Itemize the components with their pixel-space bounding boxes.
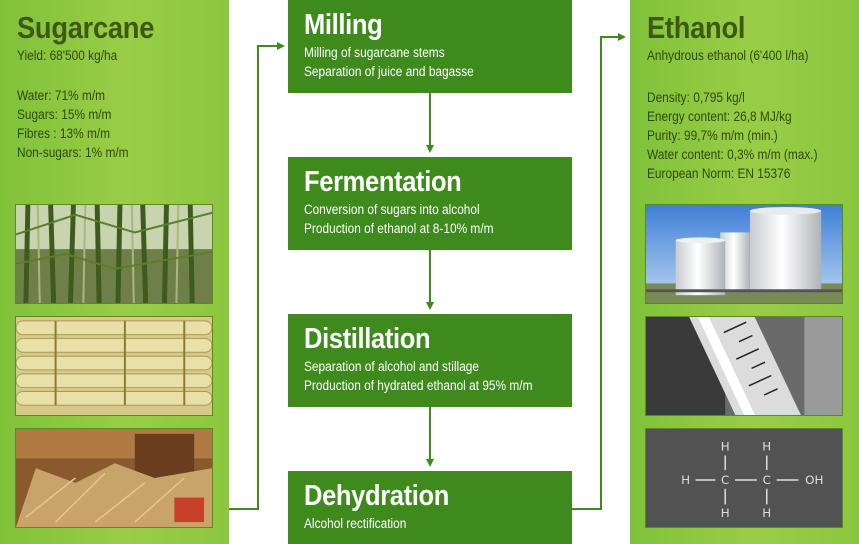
sugarcane-title: Sugarcane (17, 10, 155, 45)
ethanol-properties-list: Density: 0,795 kg/l Energy content: 26,8… (647, 88, 818, 183)
sugarcane-composition-list: Water: 71% m/m Sugars: 15% m/m Fibres : … (17, 86, 129, 162)
step-title: Milling (304, 9, 383, 41)
graduated-cylinder-photo (645, 316, 843, 416)
ethanol-formula-chalkboard-photo: H C C OH H H H H (645, 428, 843, 528)
sugarcane-stalks-photo (15, 316, 213, 416)
property-item: Purity: 99,7% m/m (min.) (647, 128, 778, 143)
step-title: Dehydration (304, 480, 450, 512)
ethanol-title: Ethanol (647, 10, 746, 45)
formula-atom: H (762, 506, 771, 520)
step-line: Separation of alcohol and stillage (304, 359, 480, 374)
bagasse-pile-photo (15, 428, 213, 528)
step-distillation: Distillation Separation of alcohol and s… (288, 314, 572, 407)
step-milling: Milling Milling of sugarcane stems Separ… (288, 0, 572, 93)
formula-atom: H (721, 440, 730, 454)
composition-item: Fibres : 13% m/m (17, 126, 111, 141)
composition-item: Non-sugars: 1% m/m (17, 145, 129, 160)
storage-tanks-photo (645, 204, 843, 304)
ethanol-panel: Ethanol Anhydrous ethanol (6'400 l/ha) D… (630, 0, 859, 544)
step-line: Separation of juice and bagasse (304, 64, 474, 79)
formula-atom: H (762, 440, 771, 454)
sugarcane-field-photo (15, 204, 213, 304)
formula-atom: C (763, 473, 771, 487)
step-title: Distillation (304, 323, 431, 355)
formula-atom: H (721, 506, 730, 520)
step-dehydration: Dehydration Alcohol rectification (288, 471, 572, 544)
formula-atom: OH (805, 473, 823, 487)
step-line: Production of ethanol at 8-10% m/m (304, 221, 494, 236)
step-description: Conversion of sugars into alcohol Produc… (304, 200, 526, 238)
step-description: Separation of alcohol and stillage Produ… (304, 357, 533, 395)
step-description: Alcohol rectification (304, 514, 526, 533)
composition-item: Water: 71% m/m (17, 88, 106, 103)
arrow-sugarcane-to-milling (229, 42, 285, 510)
property-item: Density: 0,795 kg/l (647, 90, 745, 105)
step-line: Alcohol rectification (304, 516, 407, 531)
step-line: Milling of sugarcane stems (304, 45, 445, 60)
composition-item: Sugars: 15% m/m (17, 107, 112, 122)
arrow-dehydration-to-ethanol (572, 33, 626, 510)
formula-atom: C (721, 473, 729, 487)
formula-atom: H (681, 473, 690, 487)
step-fermentation: Fermentation Conversion of sugars into a… (288, 157, 572, 250)
property-item: Water content: 0,3% m/m (max.) (647, 147, 818, 162)
sugarcane-yield: Yield: 68'500 kg/ha (17, 48, 118, 63)
ethanol-yield: Anhydrous ethanol (6'400 l/ha) (647, 48, 809, 63)
step-line: Conversion of sugars into alcohol (304, 202, 480, 217)
step-line: Production of hydrated ethanol at 95% m/… (304, 378, 533, 393)
step-description: Milling of sugarcane stems Separation of… (304, 43, 526, 81)
sugarcane-panel: Sugarcane Yield: 68'500 kg/ha Water: 71%… (0, 0, 229, 544)
property-item: Energy content: 26,8 MJ/kg (647, 109, 792, 124)
property-item: European Norm: EN 15376 (647, 166, 791, 181)
step-title: Fermentation (304, 166, 462, 198)
